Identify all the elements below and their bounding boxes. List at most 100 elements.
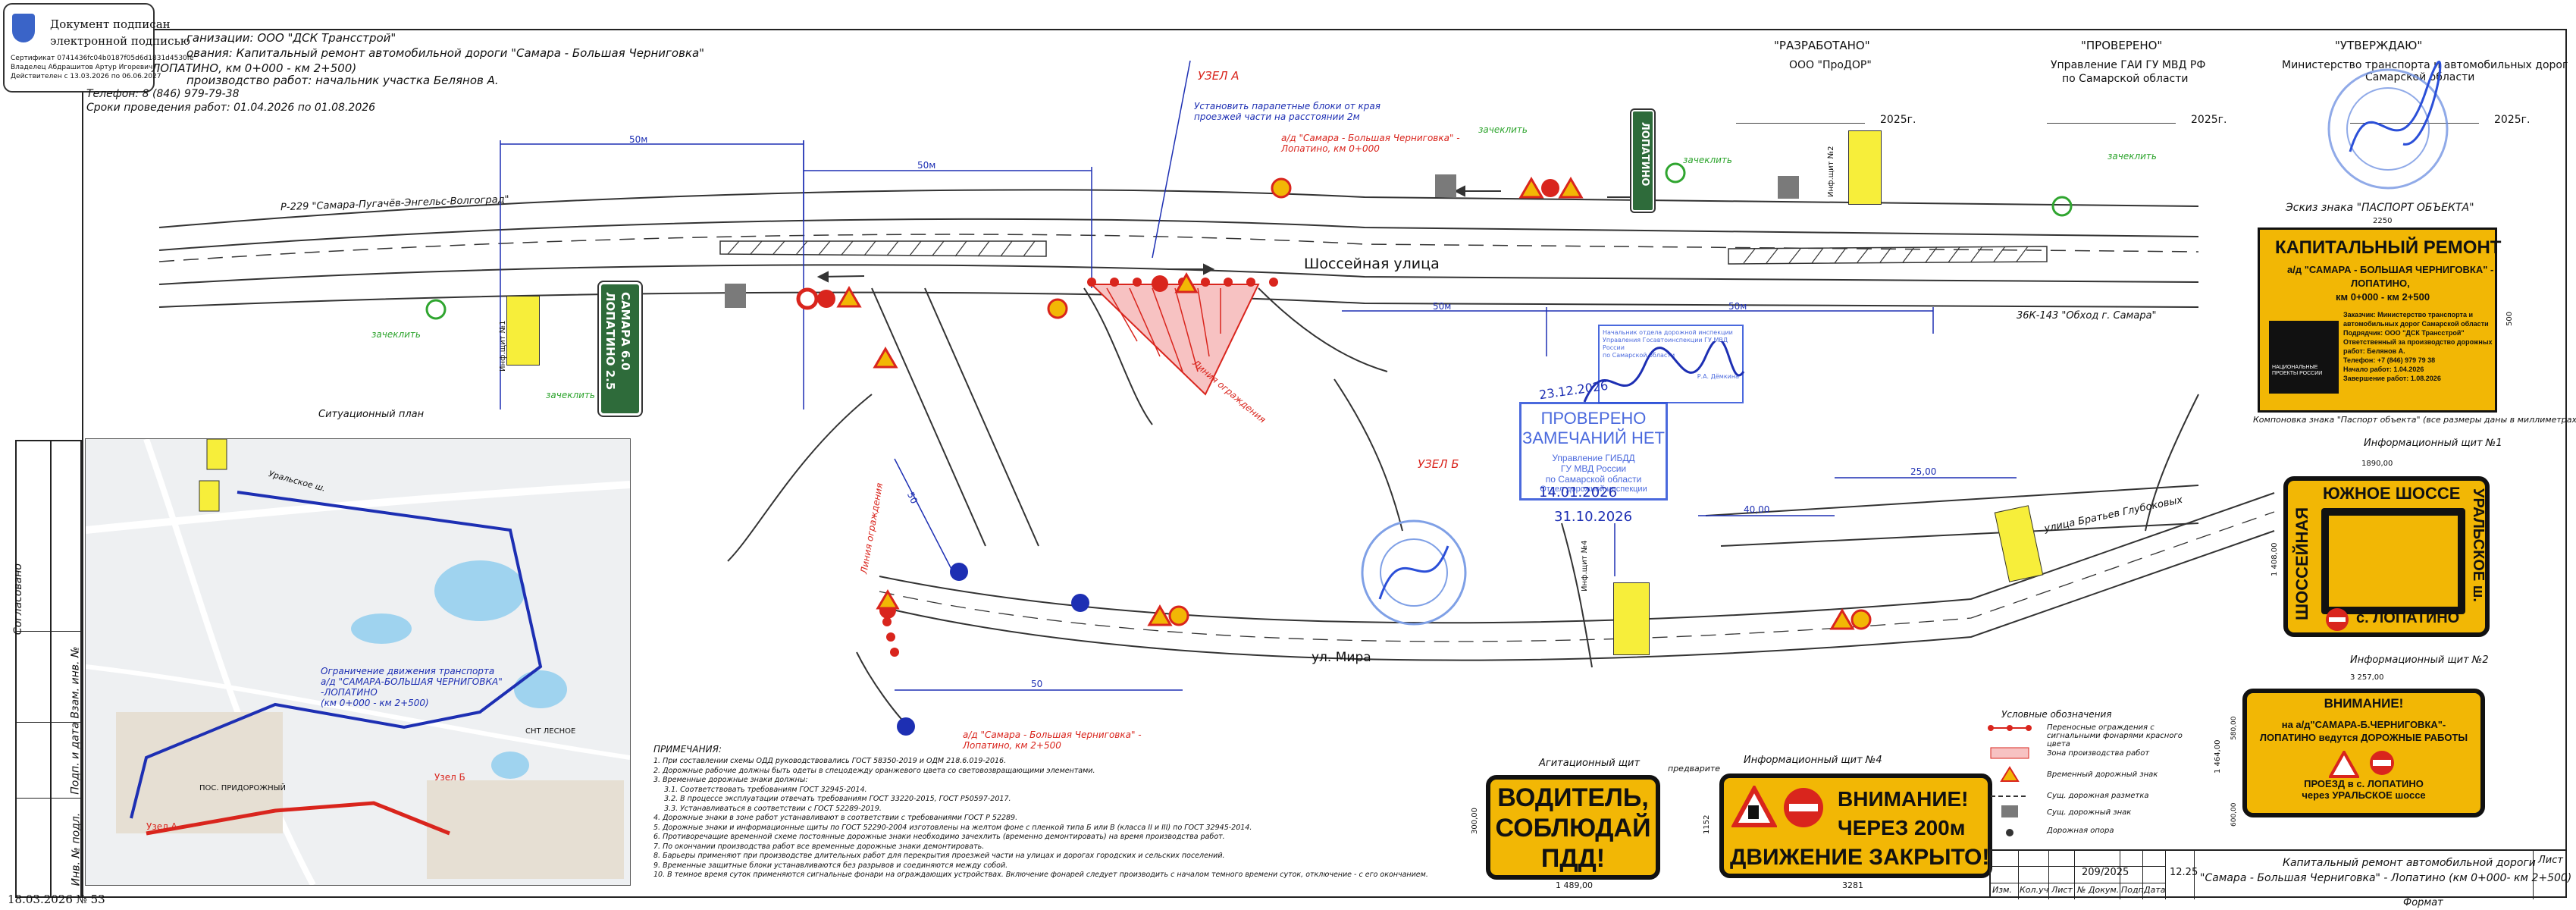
legend-item: Дорожная опора	[2047, 827, 2114, 835]
info2-line-1: ВНИМАНИЕ!	[2324, 696, 2404, 711]
developed-year: 2025г.	[1880, 114, 1916, 126]
info4-board: ВНИМАНИЕ! ЧЕРЕЗ 200м ДВИЖЕНИЕ ЗАКРЫТО!	[1719, 774, 1992, 878]
passport-road-2: ЛОПАТИНО,	[2351, 278, 2410, 289]
passport-height: 500	[2505, 311, 2514, 326]
e-signature-box: Документ подписан электронной подписью С…	[3, 3, 194, 93]
note-line: 6. Противоречащие временной схеме постоя…	[653, 833, 1225, 841]
title-code: 209/2025	[2082, 867, 2129, 878]
border-b-2: Лопатино, км 2+500	[963, 740, 1061, 751]
info4-caption: Информационный щит №4	[1744, 755, 1882, 766]
info1-right: УРАЛЬСКОЕ ш.	[2470, 488, 2487, 602]
gibdd-head-stamp: Начальник отдела дорожной инспекции Упра…	[1598, 325, 1744, 403]
checked-org-1: Управление ГАИ ГУ МВД РФ	[2051, 59, 2206, 71]
info2-line-4: ПРОЕЗД в с. ЛОПАТИНО	[2304, 778, 2424, 789]
title-sheet-num: 12.25	[2170, 867, 2198, 878]
info1-board: ЮЖНОЕ ШОССЕ ШОССЕЙНАЯ УРАЛЬСКОЕ ш. с. ЛО…	[2283, 476, 2490, 637]
gibdd-head-1: Начальник отдела дорожной инспекции	[1603, 329, 1733, 336]
passport-road-1: а/д "САМАРА - БОЛЬШАЯ ЧЕРНИГОВКА" -	[2287, 264, 2494, 275]
passport-note: Компоновка знака "Паспорт объекта" (все …	[2253, 415, 2576, 425]
header-km: ЛОПАТИНО, км 0+000 - км 2+500)	[152, 61, 357, 75]
notes-title: ПРИМЕЧАНИЯ:	[653, 744, 722, 755]
blocks-note: Установить парапетные блоки от края прое…	[1194, 101, 1380, 122]
info1-height: 1 408,00	[2270, 542, 2279, 576]
esig-title-2: электронной подписью	[50, 34, 190, 48]
roadworks-icon	[836, 286, 862, 308]
info1-top: ЮЖНОЕ ШОССЕ	[2323, 484, 2461, 503]
agit-board: ВОДИТЕЛЬ, СОБЛЮДАЙ ПДД!	[1486, 775, 1660, 880]
header-org: ганизации: ООО "ДСК Трансстрой"	[186, 31, 396, 45]
info4-line-2: ЧЕРЕЗ 200м	[1838, 816, 1966, 839]
passport-responsible: Ответственный за производство дорожных р…	[2343, 338, 2493, 355]
note-line: 4. Дорожные знаки в зоне работ устанавли…	[653, 814, 1018, 822]
agit-width: 1 489,00	[1556, 880, 1593, 890]
border-a-1: а/д "Самара - Большая Черниговка" -	[1281, 133, 1460, 143]
inset-snt: СНТ ЛЕСНОЕ	[525, 727, 576, 736]
legend-item: Сущ. дорожная разметка	[2047, 792, 2149, 800]
drawing-frame	[82, 29, 2567, 898]
agit-line-2: СОБЛЮДАЙ	[1495, 814, 1651, 843]
stop-icon	[817, 290, 835, 308]
node-a-label: УЗЕЛ А	[1198, 69, 1239, 83]
esig-owner: Владелец Абдрашитов Артур Игоревич	[11, 64, 153, 71]
note-line: 3.3. Устанавливаться в соответствии с ГО…	[664, 804, 882, 813]
legend-item: Зона производства работ	[2047, 749, 2150, 758]
info2-board: ВНИМАНИЕ! на а/д"САМАРА-Б.ЧЕРНИГОВКА"- Л…	[2242, 689, 2485, 817]
left-stamp-column: Согласовано Взам. инв. № Подп. и дата Ин…	[12, 440, 82, 898]
footer-date: 18.03.2026 № 53	[8, 893, 105, 906]
info-board-3-map	[1613, 582, 1650, 655]
gibdd-head-4: Р.А. Дёмкина	[1697, 373, 1739, 380]
approved-label: "УТВЕРЖДАЮ"	[2335, 39, 2423, 52]
gibdd-4: Отдел дорожной инспекции	[1540, 485, 1647, 494]
esig-valid: Действителен с 13.03.2026 по 06.06.2027	[11, 73, 161, 80]
checked-stamp-1: ПРОВЕРЕНО	[1540, 409, 1647, 428]
title-sheet-label: Лист	[2538, 855, 2563, 866]
agit-line-3: ПДД!	[1540, 844, 1606, 873]
info1-left: ШОССЕЙНАЯ	[2292, 507, 2311, 620]
col-doc: № Докум.	[2077, 885, 2120, 895]
info2-line-2: на а/д"САМАРА-Б.ЧЕРНИГОВКА"-	[2281, 719, 2446, 730]
header-responsible: производство работ: начальник участка Бе…	[186, 74, 499, 87]
info1-bottom: с. ЛОПАТИНО	[2356, 610, 2460, 626]
inset-pridorozhny: ПОС. ПРИДОРОЖНЫЙ	[199, 784, 286, 792]
checked-label: "ПРОВЕРЕНО"	[2081, 39, 2163, 52]
passport-caption: Эскиз знака "ПАСПОРТ ОБЪЕКТА"	[2286, 202, 2474, 214]
dim-50-f: 50	[1031, 679, 1043, 689]
cover-sign-d: зачеклить	[1683, 155, 1732, 165]
info1-junction-frame	[2321, 508, 2465, 614]
route-sign: САМАРА 6.0 ЛОПАТИНО 2.5	[597, 281, 643, 417]
col-kol: Кол.уч	[2020, 885, 2049, 895]
roadworks-icon	[1731, 786, 1777, 827]
esig-cert: Сертификат 0741436fc04b0187f05d6d1831d45…	[11, 55, 194, 62]
passport-road-3: км 0+000 - км 2+500	[2336, 291, 2430, 303]
cover-sign-b: зачеклить	[371, 329, 421, 340]
legend-title: Условные обозначения	[2001, 709, 2112, 720]
legend-item: Сущ. дорожный знак	[2047, 808, 2132, 817]
no-entry-icon	[2326, 608, 2349, 631]
note-line: 2. Дорожные рабочие должны быть одеты в …	[653, 766, 1095, 775]
info4-line-1: ВНИМАНИЕ!	[1838, 787, 1969, 811]
passport-title: КАПИТАЛЬНЫЙ РЕМОНТ	[2275, 237, 2502, 258]
inset-route-title-1: Ограничение движения транспорта	[321, 666, 495, 676]
inset-route-title-4: (км 0+000 - км 2+500)	[321, 698, 429, 708]
info4-width: 3281	[1842, 880, 1863, 890]
inset-route-title-3: -ЛОПАТИНО	[321, 687, 378, 698]
info2-line-3: ЛОПАТИНО ведутся ДОРОЖНЫЕ РАБОТЫ	[2259, 732, 2468, 743]
gibdd-head-3: по Самарской области	[1603, 352, 1675, 359]
legend-item: Временный дорожный знак	[2047, 770, 2158, 779]
passport-start: Начало работ: 1.04.2026	[2343, 366, 2424, 373]
coat-of-arms-icon	[12, 14, 35, 42]
info2-height: 1 464,00	[2214, 739, 2222, 774]
approved-year: 2025г.	[2494, 114, 2531, 126]
node-b-label: УЗЕЛ Б	[1418, 457, 1459, 471]
gibdd-head-2: Управления Госавтоинспекции ГУ МВД Росси…	[1603, 337, 1728, 351]
note-line: 1. При составлении схемы ОДД руководство…	[653, 757, 1007, 765]
approval-seal-icon	[2327, 61, 2449, 190]
border-a-2: Лопатино, км 0+000	[1281, 143, 1380, 154]
approved-org-2: Самарской области	[2365, 71, 2475, 83]
stamp-date-2: 31.10.2026	[1554, 509, 1633, 525]
passport-width: 2250	[2373, 217, 2393, 225]
note-line: 3. Временные дорожные знаки должны:	[653, 776, 808, 784]
info-board-1-map	[506, 296, 540, 366]
